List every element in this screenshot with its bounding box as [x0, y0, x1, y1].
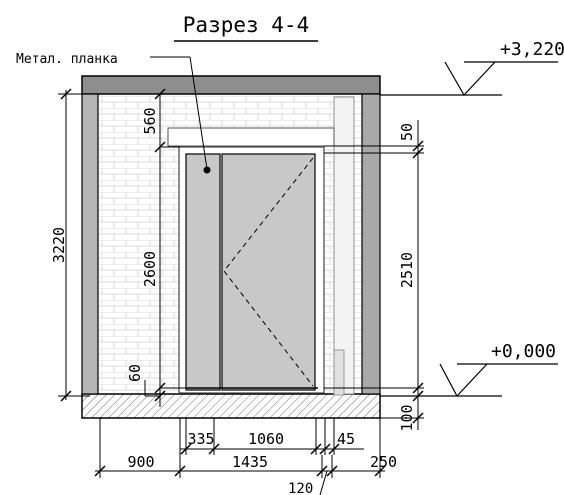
dim-threshold: 60 — [126, 364, 144, 382]
lintel — [167, 127, 335, 147]
dim-door-height: 2600 — [141, 251, 159, 287]
level-marker-floor: +0,000 — [380, 341, 558, 398]
section-title: Разрез 4-4 — [174, 13, 318, 42]
level-marker-top: +3,220 — [380, 39, 564, 97]
dim-1435: 1435 — [232, 453, 268, 471]
level-floor-label: +0,000 — [491, 341, 556, 362]
dim-total-height: 3220 — [50, 227, 68, 263]
dim-lintel: 50 — [398, 123, 416, 141]
metal-plate-callout: Метал. планка — [16, 52, 211, 174]
dimension-labels: 3220 560 2600 60 50 2510 100 335 1060 45… — [50, 107, 416, 495]
dim-335: 335 — [187, 430, 214, 448]
floor-slab — [81, 393, 381, 419]
dim-1060: 1060 — [248, 430, 284, 448]
dim-frame-right-height: 2510 — [398, 252, 416, 288]
dim-above-door: 560 — [141, 107, 159, 134]
swing-indicator — [223, 157, 314, 387]
right-column — [333, 96, 355, 395]
ceiling-slab — [81, 75, 381, 95]
vertical-dimension-lines — [58, 88, 424, 430]
dim-below-floor: 100 — [398, 404, 416, 431]
title-text: Разрез 4-4 — [183, 13, 309, 37]
small-post — [333, 349, 345, 396]
callout-text: Метал. планка — [16, 52, 118, 67]
dim-120: 120 — [288, 481, 313, 495]
callout-dot — [203, 166, 211, 174]
dim-250: 250 — [370, 453, 397, 471]
left-wall-section — [81, 93, 99, 395]
horizontal-dimension-lines — [94, 418, 386, 495]
opening-door-leaf — [221, 153, 316, 391]
dim-900: 900 — [127, 453, 154, 471]
dim-45: 45 — [337, 430, 355, 448]
level-top-label: +3,220 — [500, 39, 564, 60]
right-wall-section — [361, 93, 381, 395]
fixed-door-leaf — [185, 153, 221, 391]
